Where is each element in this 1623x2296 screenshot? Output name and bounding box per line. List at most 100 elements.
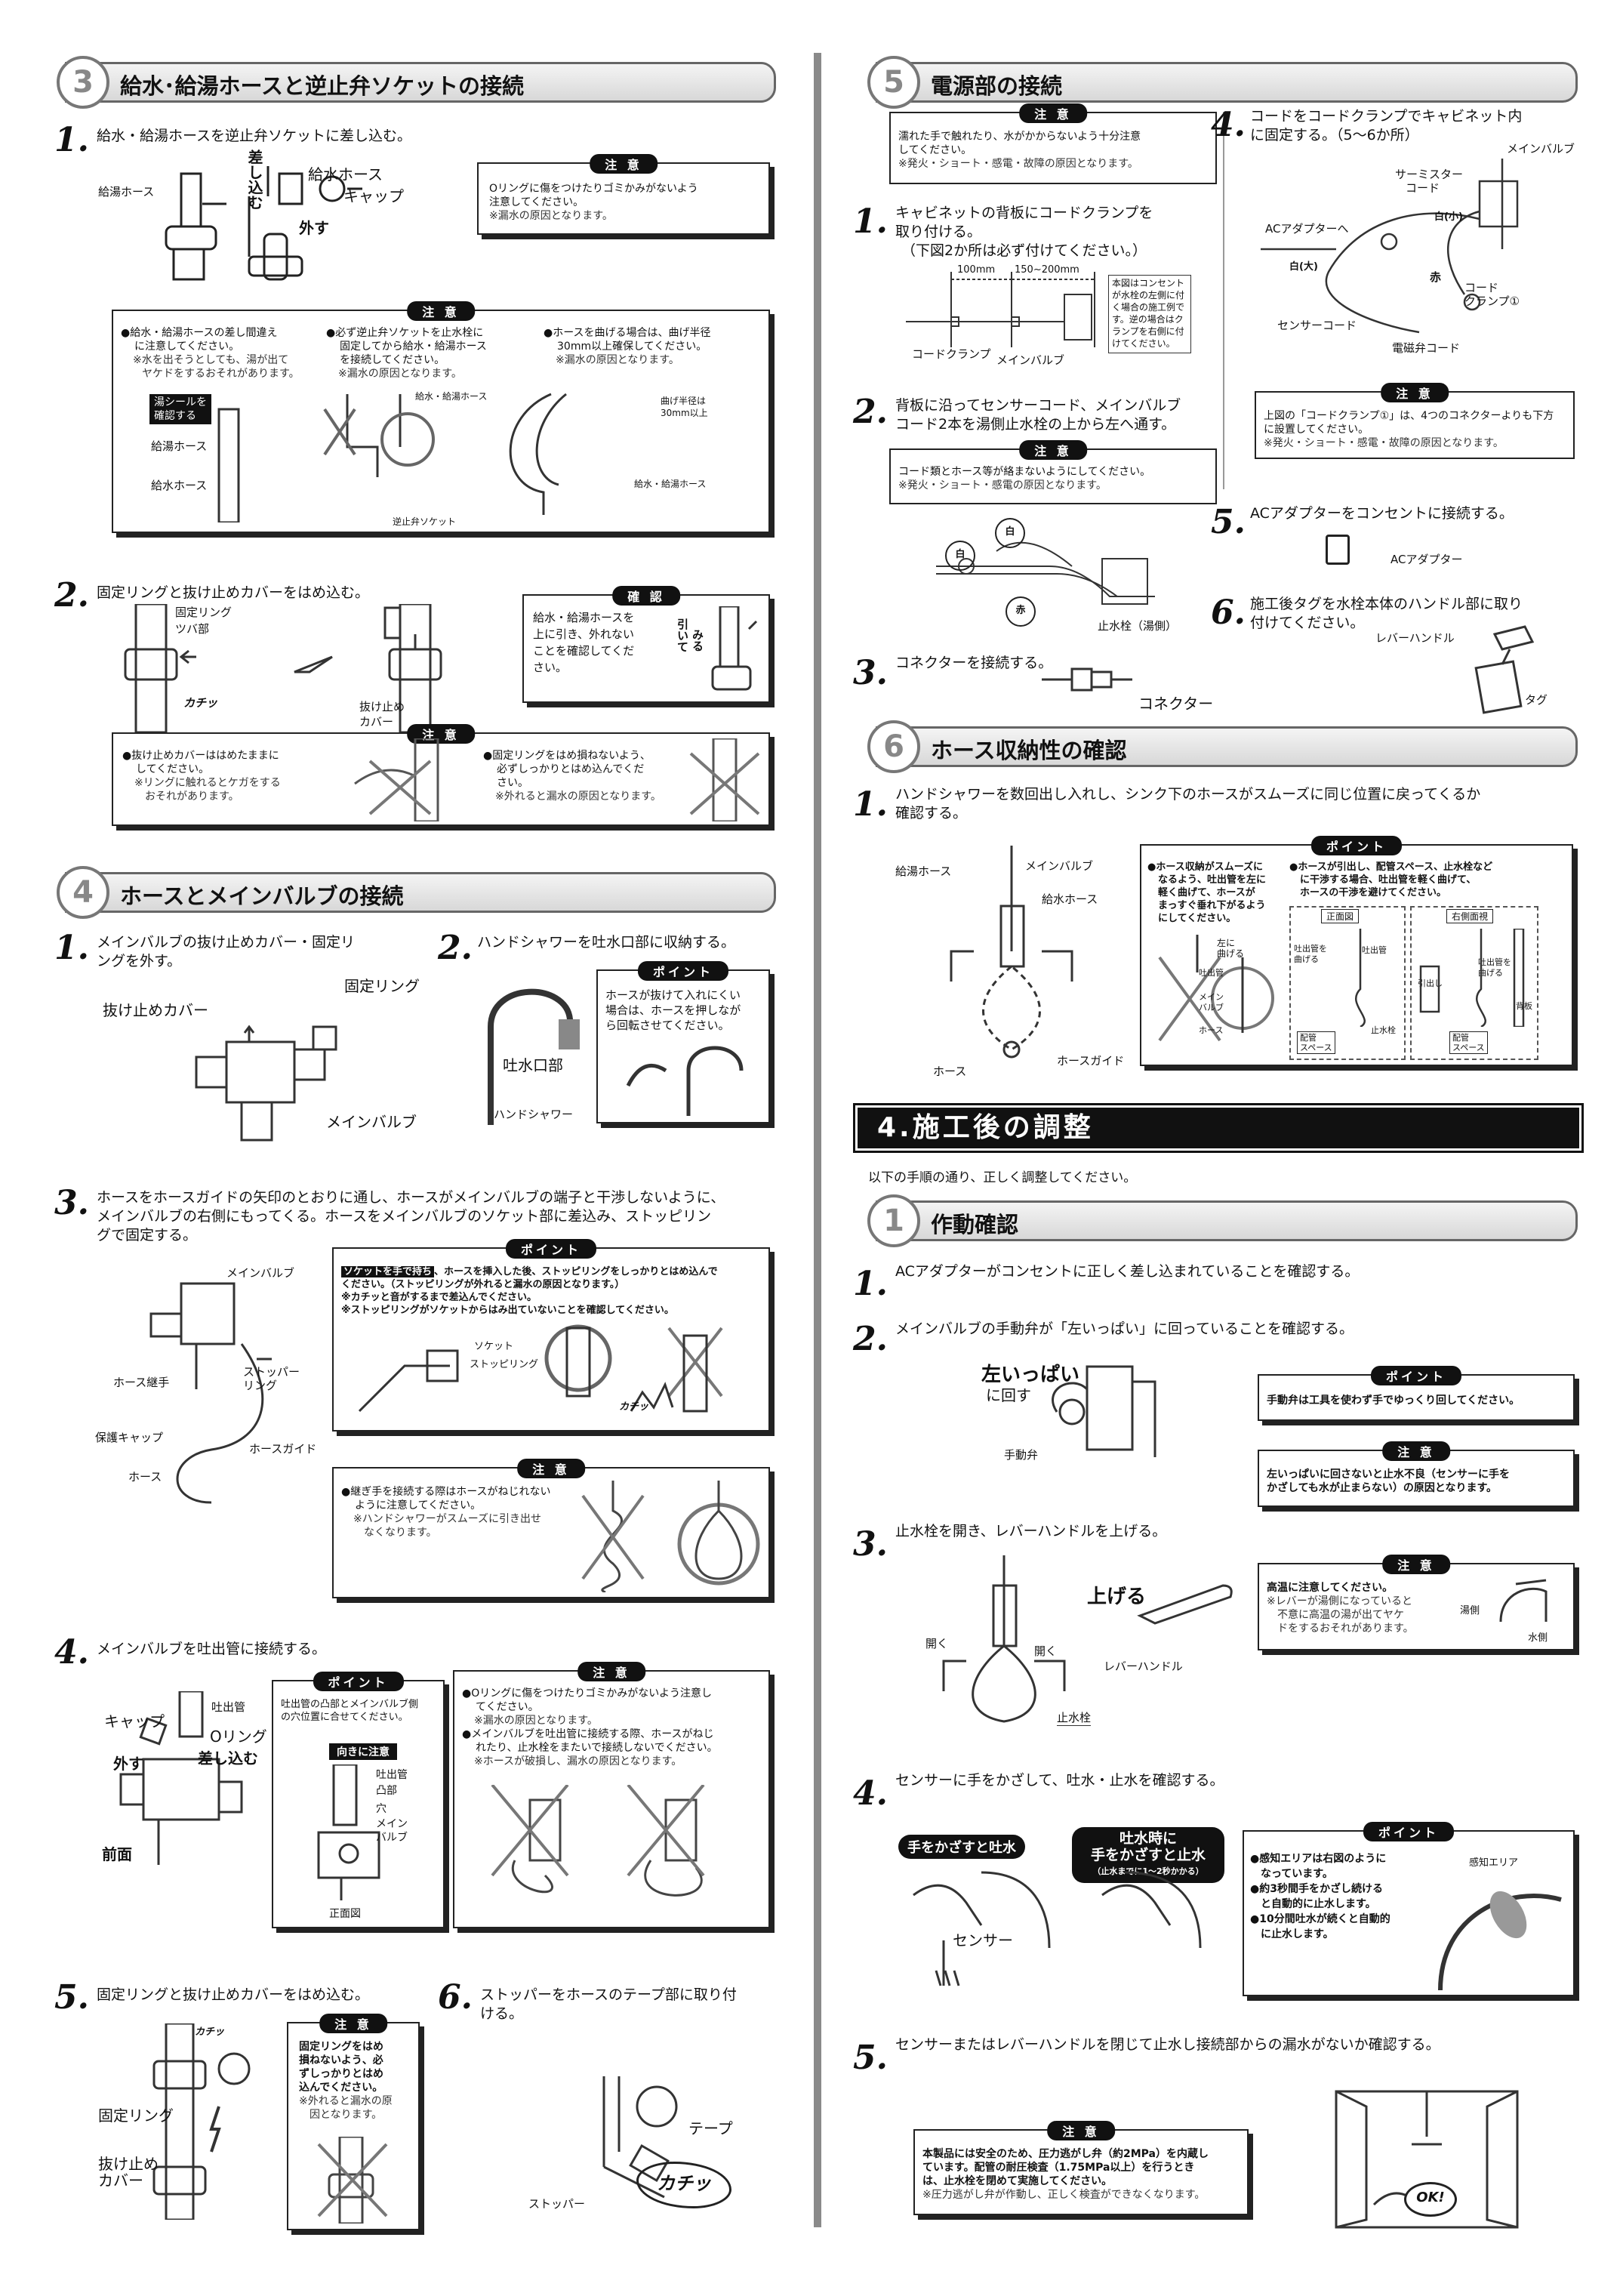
- note-line: 本図はコンセント: [1112, 278, 1185, 288]
- step-text-line: 施工後タグを水栓本体のハンドル部に取り: [1250, 596, 1523, 612]
- label: 曲げる: [1478, 968, 1503, 978]
- step-number: 1.: [54, 929, 89, 967]
- caution-text: コード類とホース等が絡まないようにしてください。: [898, 466, 1151, 478]
- label: 給水ホース: [308, 165, 383, 183]
- point-text: なっています。: [1261, 1868, 1333, 1880]
- caution-text: 上図の「コードクランプ①」は、4つのコネクターよりも下方: [1264, 410, 1554, 422]
- caution-text: に注意してください。: [134, 341, 240, 353]
- section-header-5: 5 電源部の接続: [867, 56, 1578, 109]
- step-number: 6.: [1211, 593, 1246, 632]
- caution-text: してください。: [898, 144, 972, 156]
- point-tag: ポイント: [637, 961, 729, 981]
- hose-caution-illustration: [211, 379, 634, 522]
- step-text-line: 付けてください。: [1250, 615, 1365, 631]
- step-text-line: コード2本を湯側止水栓の上から左へ通す。: [895, 416, 1176, 433]
- pipe-space-label: 配管 スペース: [1449, 1031, 1488, 1054]
- tag-illustration: [1464, 619, 1548, 717]
- step-text: ストッパーをホースのテープ部に取り付 ける。: [480, 1986, 737, 2023]
- step-text: ACアダプターをコンセントに接続する。: [1250, 505, 1514, 522]
- caution-box: 注 意 高温に注意してください。 ※レバーが湯側になっていると 不意に高温の湯が…: [1258, 1555, 1575, 1650]
- label: 固定リング: [344, 977, 420, 995]
- caution-note: おそれがあります。: [145, 791, 239, 803]
- label: カチッ: [183, 696, 218, 710]
- point-text: と自動的に止水します。: [1261, 1898, 1376, 1910]
- caution-note: ※発火・ショート・感電・故障の原因となります。: [1264, 437, 1504, 449]
- step-text-line: コードをコードクランプでキャビネット内: [1250, 108, 1523, 125]
- label: クランプ①: [1464, 294, 1520, 308]
- caution-note: 因となります。: [310, 2109, 383, 2121]
- hose-guide-illustration: [136, 1268, 287, 1510]
- label: 配管: [1300, 1033, 1317, 1043]
- step-text: センサーまたはレバーハンドルを閉じて止水し接続部からの漏水がないか確認する。: [895, 2036, 1440, 2053]
- step-text-line: ける。: [480, 2005, 524, 2022]
- caution-note: ※発火・ショート・感電・故障の原因となります。: [898, 158, 1138, 170]
- label: 湯シールを: [154, 396, 207, 408]
- caution-text: 損ねないよう、必: [299, 2054, 383, 2066]
- label: 白(大): [1289, 261, 1318, 273]
- step-number: 2.: [853, 1320, 888, 1358]
- point-tag: ポイント: [505, 1239, 597, 1259]
- confirm-box: 確 認 給水・給湯ホースを 上に引き、外れない ことを確認してくだ さい。 引い…: [522, 586, 770, 703]
- label: 凸部: [376, 1785, 397, 1797]
- label: 感知エリア: [1469, 1857, 1519, 1869]
- point-box: ポイント 吐出管の凸部とメインバルブ側 の穴位置に合せてください。 向きに注意 …: [272, 1672, 445, 1928]
- front-view-illustration: [303, 1764, 394, 1900]
- sensing-area-illustration: [1433, 1869, 1569, 1990]
- step-text-line: に固定する。（5～6か所）: [1250, 127, 1419, 143]
- label: ホース: [128, 1470, 162, 1484]
- cover-caution-illustration: [340, 738, 476, 821]
- caution-box: 注 意 上図の「コードクランプ①」は、4つのコネクターよりも下方 に設置してくだ…: [1255, 383, 1575, 459]
- manual-valve-illustration: [1042, 1359, 1163, 1472]
- step-text-line: グで固定する。: [97, 1227, 198, 1244]
- caution-tag: 注 意: [319, 2014, 387, 2033]
- caution-note: ※水を出そうとしても、湯が出て: [133, 354, 289, 366]
- label: 配管: [1452, 1033, 1469, 1043]
- caution-text: 左いっぱいに回さないと止水不良（センサーに手を: [1267, 1469, 1510, 1481]
- caution-text: は、止水栓を閉めて実施してください。: [922, 2175, 1113, 2187]
- point-text: ●10分間吐水が続くと自動的: [1250, 1913, 1390, 1925]
- caution-text: ています。配管の耐圧検査（1.75MPa以上）を行うとき: [922, 2162, 1195, 2174]
- label: 曲げる: [1217, 948, 1245, 959]
- label: テープ: [688, 2119, 733, 2137]
- label: コードクランプ: [912, 347, 991, 361]
- caution-text: 高温に注意してください。: [1267, 1582, 1394, 1594]
- caution-note: ※漏水の原因となります。: [474, 1715, 598, 1727]
- caution-note: ※ハンドシャワーがスムーズに引き出せ: [353, 1513, 542, 1525]
- step-number: 3.: [54, 1184, 89, 1222]
- caution-note: ※ホースが破損し、漏水の原因となります。: [474, 1755, 682, 1767]
- caution-note: ※リングに触れるとケガをする: [134, 777, 281, 789]
- note-line: く場合の施工例で: [1112, 302, 1185, 313]
- step-number: 1.: [853, 1265, 888, 1303]
- step-text: ACアダプターがコンセントに正しく差し込まれていることを確認する。: [895, 1263, 1360, 1280]
- step-text: キャビネットの背板にコードクランプを 取り付ける。 （下図2か所は必ず付けてくだ…: [895, 204, 1153, 260]
- label: 白(小): [1434, 211, 1463, 223]
- step-number: 2.: [54, 576, 89, 615]
- pill-text: 手をかざすと止水: [1090, 1847, 1206, 1863]
- caution-text: ●メインバルブを吐出管に接続する際、ホースがねじ: [462, 1728, 714, 1740]
- label: 逆止弁ソケット: [393, 516, 457, 527]
- confirm-text: 給水・給湯ホースを: [533, 611, 635, 624]
- step-number: 1.: [853, 785, 888, 824]
- label: 確認する: [154, 410, 196, 422]
- caution-tag: 注 意: [1381, 383, 1449, 402]
- step-number: 3.: [853, 654, 888, 692]
- twist-caution-illustration: [575, 1481, 764, 1592]
- caution-text: ように注意してください。: [355, 1499, 482, 1512]
- label: 固定リング: [98, 2106, 174, 2125]
- caution-note: ドをするおそれがあります。: [1277, 1623, 1414, 1635]
- step-text: メインバルブの手動弁が「左いっぱい」に回っていることを確認する。: [895, 1321, 1354, 1337]
- label: ハンドシャワー: [494, 1108, 574, 1121]
- label: に回す: [986, 1386, 1031, 1404]
- point-text: ホースの干渉を避けてください。: [1300, 887, 1446, 898]
- note-line: が水栓の左側に付: [1112, 290, 1185, 300]
- caution-box: 注 意 ●抜け止めカバーははめたままに してください。 ※リングに触れるとケガを…: [112, 724, 770, 826]
- caution-note: ※外れると漏水の原因となります。: [495, 791, 661, 803]
- point-text: なるよう、吐出管を左に: [1158, 874, 1267, 886]
- caution-note: ヤケドをするおそれがあります。: [142, 368, 300, 380]
- label: メインバルブ: [996, 353, 1065, 367]
- section-title: ホース収納性の確認: [931, 738, 1127, 763]
- label: 穴: [376, 1803, 387, 1815]
- section-number: 5: [867, 56, 920, 109]
- caution-box: 注 意 ●給水・給湯ホースの差し間違え に注意してください。 ※水を出そうとして…: [112, 301, 770, 533]
- bend-outlet-illustration: [1152, 935, 1280, 1059]
